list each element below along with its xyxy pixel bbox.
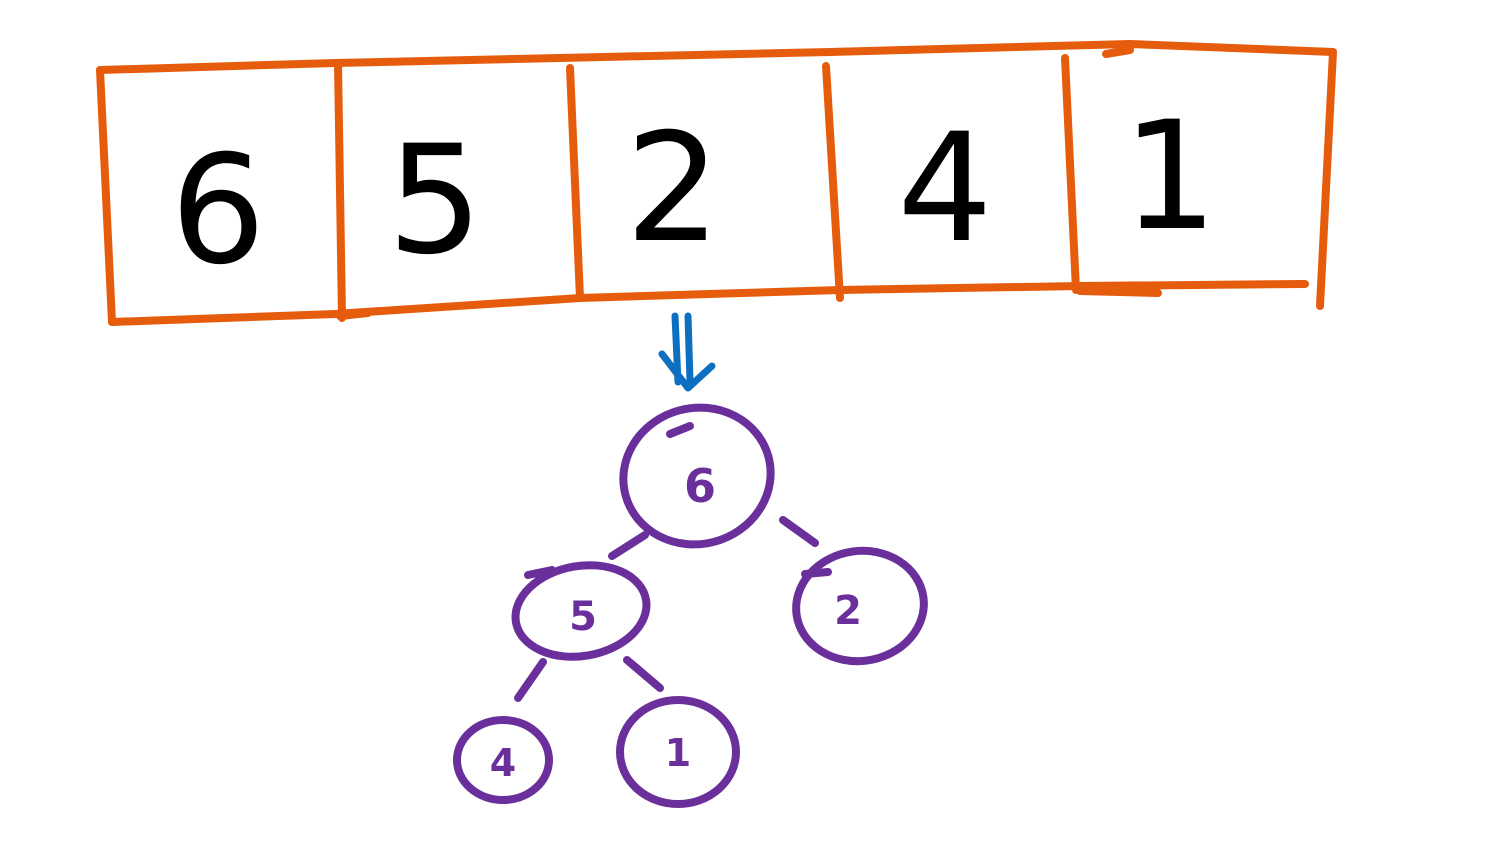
root-stroke-overlap bbox=[666, 422, 694, 438]
down-arrow-icon bbox=[658, 312, 716, 392]
array-cell-5-value: 1 bbox=[1122, 90, 1217, 264]
array-divider-2 bbox=[566, 64, 584, 302]
tree-node-root bbox=[619, 403, 775, 549]
array-outline-top bbox=[96, 40, 1337, 74]
arrow-shaft-right bbox=[684, 312, 694, 386]
array-divider-1 bbox=[334, 59, 346, 322]
tree-node-left-right-value: 1 bbox=[665, 731, 691, 775]
tree-node-right-value: 2 bbox=[834, 588, 862, 634]
tree-values: 6 5 2 4 1 bbox=[490, 459, 862, 785]
edge-root-left bbox=[608, 531, 649, 560]
array-right-edge bbox=[1316, 48, 1337, 310]
array-stroke-extra-2 bbox=[1102, 46, 1134, 58]
array-divider-3 bbox=[822, 62, 844, 302]
array-stroke-extra-3 bbox=[1076, 287, 1162, 297]
tree-node-left-left-value: 4 bbox=[490, 741, 516, 785]
tree-node-left-left bbox=[453, 716, 553, 804]
array-outline-bottom bbox=[108, 280, 1309, 326]
left-stroke-overlap bbox=[524, 566, 556, 579]
array-stroke-extra-1 bbox=[336, 309, 372, 320]
edge-left-leftleft bbox=[514, 658, 547, 702]
array-cell-4-value: 4 bbox=[897, 102, 992, 276]
tree-node-left bbox=[511, 561, 651, 661]
array-left-edge bbox=[96, 66, 116, 326]
tree-node-right bbox=[792, 546, 928, 666]
edge-left-leftright bbox=[623, 656, 664, 692]
tree-node-root-value: 6 bbox=[684, 459, 716, 513]
tree-node-left-value: 5 bbox=[569, 594, 597, 640]
array-cell-1-value: 6 bbox=[170, 124, 265, 298]
array-values: 6 5 2 4 1 bbox=[170, 90, 1217, 298]
arrow-head bbox=[658, 350, 716, 392]
right-stroke-overlap bbox=[801, 568, 832, 578]
array bbox=[96, 40, 1337, 326]
tree-node-left-right bbox=[616, 696, 740, 808]
edge-root-right bbox=[779, 516, 819, 547]
array-divider-4 bbox=[1061, 54, 1080, 294]
array-cell-3-value: 2 bbox=[625, 102, 720, 276]
tree bbox=[453, 403, 928, 808]
array-cell-2-value: 5 bbox=[387, 114, 482, 288]
